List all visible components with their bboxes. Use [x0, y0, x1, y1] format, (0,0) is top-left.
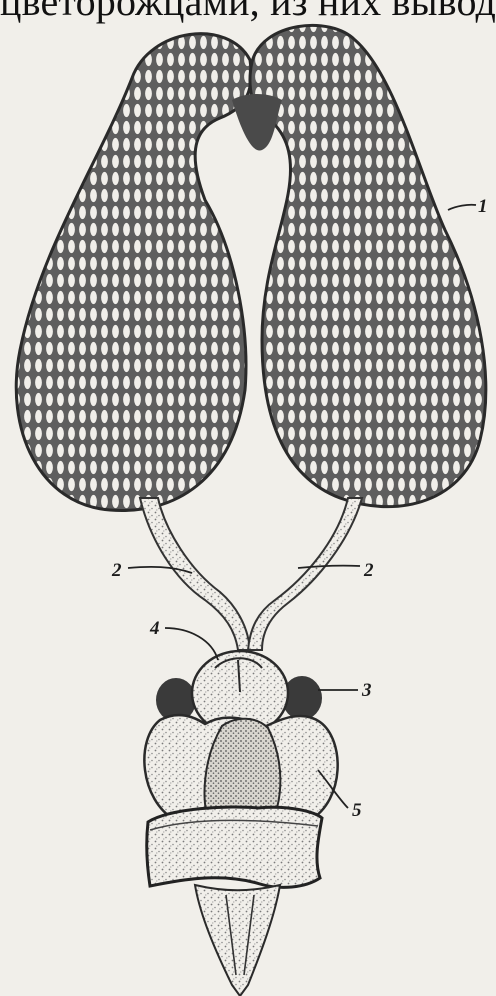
callout-5: 5: [352, 800, 362, 822]
callout-3: 3: [362, 680, 372, 702]
callout-1: 1: [478, 196, 488, 218]
right-sac: [250, 25, 486, 506]
callout-4: 4: [150, 618, 160, 640]
right-duct: [248, 498, 362, 650]
callout-2-right: 2: [364, 560, 374, 582]
bottom-cone: [195, 885, 280, 996]
collar-plate: [147, 807, 322, 887]
left-sac: [16, 34, 251, 511]
junction-node: [232, 94, 282, 150]
callout-2-left: 2: [112, 560, 122, 582]
